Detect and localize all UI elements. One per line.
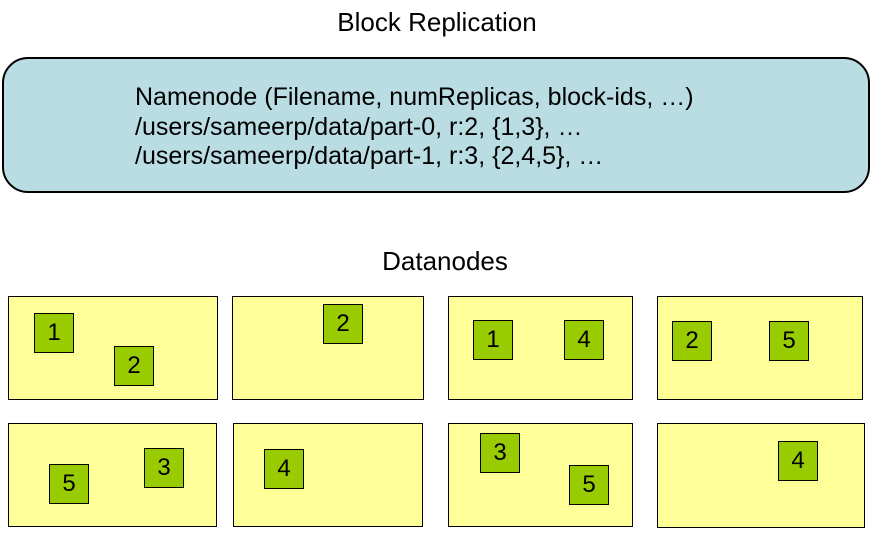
block-square-1: 1 [473,320,513,360]
block-square-5: 5 [49,464,89,504]
block-square-4: 4 [264,449,304,489]
datanode-box-2: 2 [232,296,424,400]
namenode-file-entry-part0: /users/sameerp/data/part-0, r:2, {1,3}, … [135,112,583,141]
block-square-4: 4 [778,441,818,481]
datanode-box-6: 4 [233,423,423,527]
block-square-3: 3 [144,448,184,488]
datanodes-heading: Datanodes [382,246,508,276]
namenode-file-entry-part1: /users/sameerp/data/part-1, r:3, {2,4,5}… [135,142,604,170]
block-square-5: 5 [569,465,609,505]
block-square-2: 2 [114,346,154,386]
block-square-4: 4 [564,320,604,360]
namenode-header-line: Namenode (Filename, numReplicas, block-i… [135,83,694,111]
datanode-box-8: 4 [657,423,865,528]
block-square-2: 2 [672,321,712,361]
block-square-2: 2 [323,304,363,344]
page-title: Block Replication [337,7,537,37]
block-square-1: 1 [34,313,74,353]
namenode-box: Namenode (Filename, numReplicas, block-i… [2,57,870,193]
block-square-5: 5 [769,321,809,361]
block-square-3: 3 [480,433,520,473]
